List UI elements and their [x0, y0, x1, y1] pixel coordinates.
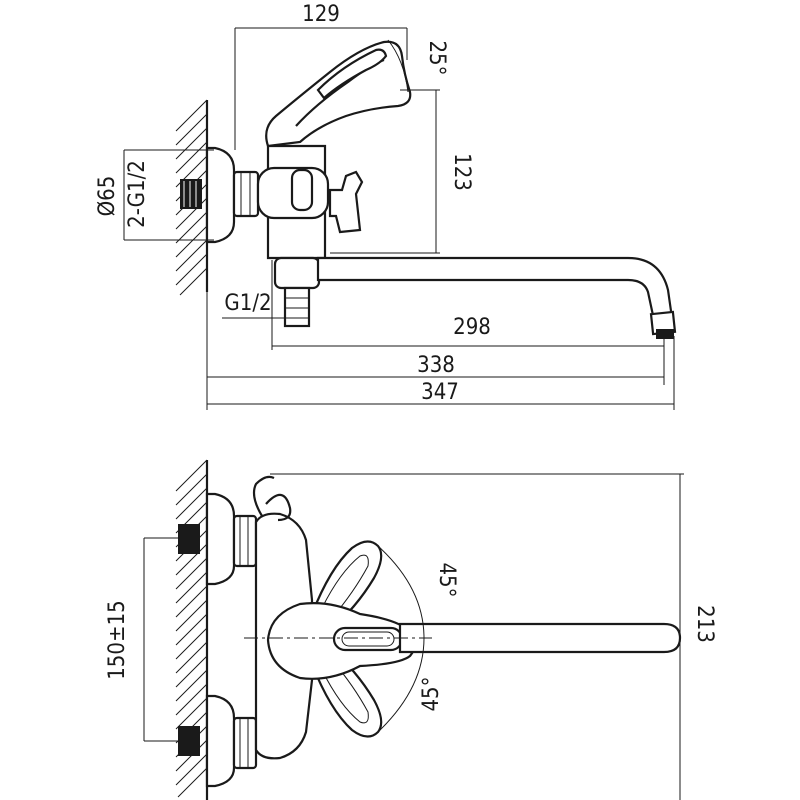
- inlet-pipe-upper: [178, 524, 200, 554]
- dim-height: 123: [449, 153, 474, 191]
- outlet-ring-top: [273, 256, 321, 290]
- dim-center-distance: 150±15: [105, 600, 130, 680]
- outlet-thread: [283, 286, 311, 328]
- dim-reach-338: 338: [417, 353, 455, 378]
- handle-grip: [316, 48, 388, 100]
- dim-spout-length: 298: [453, 315, 491, 340]
- connector-upper: [232, 514, 258, 568]
- shower-hook: [252, 475, 292, 522]
- handle-center-grip: [332, 626, 404, 652]
- spout-top: [316, 256, 674, 322]
- spout-plan: [398, 622, 682, 654]
- dim-angle-upper: 45°: [434, 562, 459, 597]
- dim-inlet-thread: 2-G1/2: [125, 160, 150, 228]
- body-window: [290, 168, 314, 212]
- dim-length-213: 213: [692, 605, 717, 643]
- plan-view: 45° 45° 150±15 213: [105, 459, 717, 800]
- connector-lower: [232, 716, 258, 770]
- wall-flange-lower: [205, 694, 236, 788]
- inlet-pipe-top: [180, 179, 202, 209]
- side-elevation-view: 129 25° 123 Ø65 2-G1/2 G1/2 298 338 347: [95, 2, 677, 410]
- dim-total-347: 347: [421, 380, 459, 405]
- dim-flange-diameter: Ø65: [95, 176, 120, 217]
- diverter-knob-top: [328, 170, 364, 234]
- dim-outlet-thread: G1/2: [224, 291, 271, 316]
- wall-flange-upper: [205, 492, 236, 586]
- wall-flange-top: [205, 146, 236, 244]
- swing-arc: [377, 545, 425, 733]
- aerator-tip: [656, 329, 674, 339]
- eccentric-connector: [232, 170, 260, 218]
- dim-angle-lower: 45°: [419, 676, 444, 711]
- dim-handle-width: 129: [302, 2, 340, 27]
- dim-handle-angle: 25°: [424, 40, 449, 75]
- lever-handle-top: [265, 40, 412, 148]
